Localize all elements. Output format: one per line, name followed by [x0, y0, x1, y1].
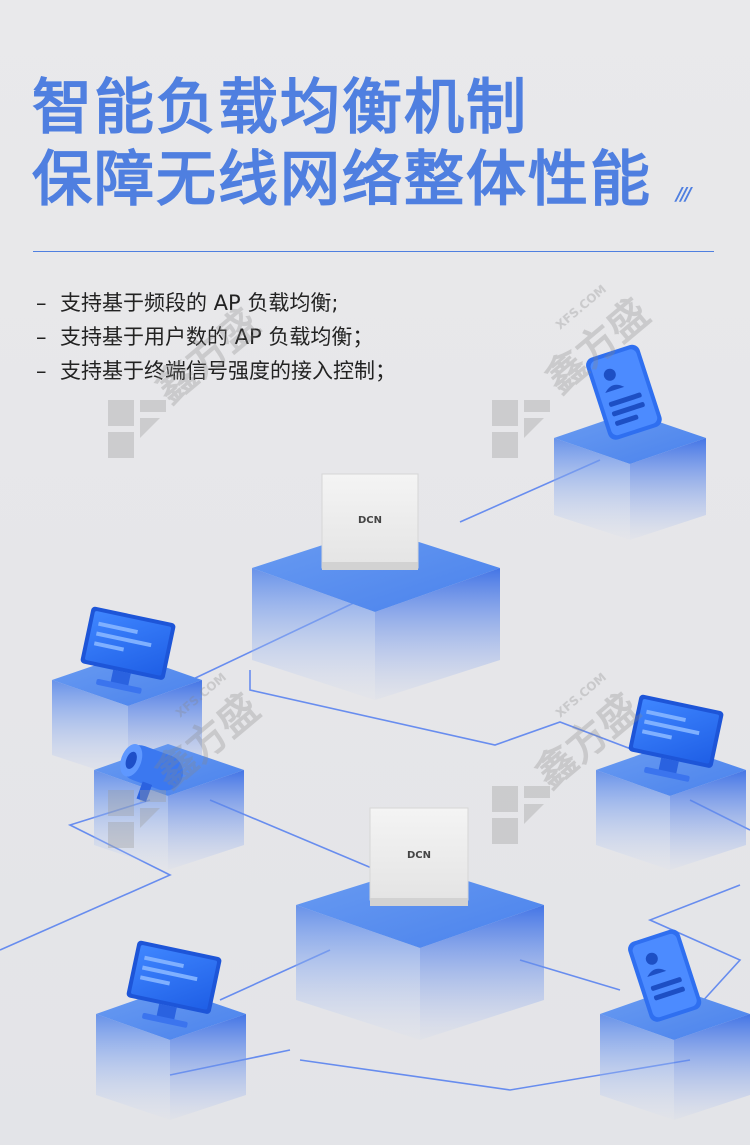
title-line-2: 保障无线网络整体性能 — [32, 145, 652, 215]
platform-cube-small — [554, 412, 706, 540]
phone-user-icon — [586, 344, 662, 440]
ap-brand-label: DCN — [407, 850, 431, 861]
feature-text: 支持基于频段的 AP 负载均衡; — [60, 291, 339, 315]
ap-device-icon: DCN — [369, 807, 469, 906]
watermark-logo-icon — [108, 400, 166, 458]
svg-text:鑫方盛: 鑫方盛 — [147, 300, 268, 412]
page-title: 智能负载均衡机制 保障无线网络整体性能 — [32, 72, 652, 216]
feature-list: –支持基于频段的 AP 负载均衡; –支持基于用户数的 AP 负载均衡； –支持… — [36, 286, 396, 388]
watermark-logo-icon — [492, 400, 550, 458]
feature-item: –支持基于用户数的 AP 负载均衡； — [36, 320, 396, 354]
feature-text: 支持基于用户数的 AP 负载均衡； — [60, 325, 374, 349]
feature-item: –支持基于终端信号强度的接入控制； — [36, 354, 396, 388]
monitor-icon — [80, 606, 176, 694]
phone-user-icon — [628, 929, 702, 1022]
dash-bullet: – — [36, 359, 47, 383]
ap-device-icon: DCN — [321, 473, 419, 570]
camera-icon — [120, 743, 184, 802]
title-line-1: 智能负载均衡机制 — [32, 73, 528, 143]
monitor-icon — [628, 694, 724, 782]
platform-cube-ap-2 — [296, 866, 544, 1040]
monitor-icon — [126, 940, 222, 1028]
feature-text: 支持基于终端信号强度的接入控制； — [60, 359, 396, 383]
platform-cube-small — [96, 988, 246, 1120]
dash-bullet: – — [36, 291, 47, 315]
divider — [33, 251, 714, 252]
watermark-logo-icon — [492, 786, 550, 844]
dash-bullet: – — [36, 325, 47, 349]
platform-cube-small — [596, 744, 746, 870]
platform-cube-ap-1 — [252, 528, 500, 700]
ap-brand-label: DCN — [358, 515, 382, 526]
feature-item: –支持基于频段的 AP 负载均衡; — [36, 286, 396, 320]
title-decoration: /// — [676, 184, 692, 205]
